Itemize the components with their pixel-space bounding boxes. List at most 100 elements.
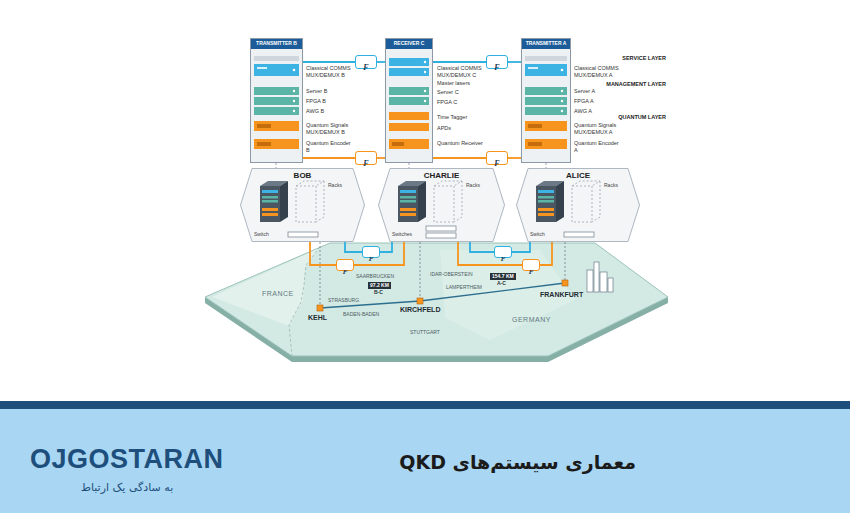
rack-illustration xyxy=(536,181,600,237)
country-label: FRANCE xyxy=(262,290,294,297)
rack-title: TRANSMITTER A xyxy=(522,39,570,49)
rack-body xyxy=(525,139,567,149)
rack-body xyxy=(392,142,404,146)
rack-body xyxy=(561,90,563,92)
part-label: Switches xyxy=(392,232,412,237)
rack-illustration xyxy=(592,181,600,222)
rack-site-link xyxy=(409,163,410,168)
logo-text: OJGOSTARAN xyxy=(30,446,224,473)
quantum-fiber xyxy=(377,157,385,159)
map-plane xyxy=(562,280,568,286)
rack-illustration xyxy=(572,186,592,222)
rack-site-link xyxy=(276,163,277,168)
site-panel-outline xyxy=(379,169,505,242)
classical-fiber xyxy=(508,61,521,63)
component-label: Classical COMMS MUX/DEMUX C xyxy=(437,65,485,79)
site-panel-fill xyxy=(240,168,640,242)
site-panel-outline xyxy=(241,169,365,242)
equipment-rack: TRANSMITTER B xyxy=(250,38,303,163)
fiber-box: F xyxy=(355,55,377,69)
rack-body xyxy=(561,100,563,102)
rack-illustration xyxy=(538,213,554,216)
rack-illustration xyxy=(434,186,454,222)
site-link-line xyxy=(320,242,565,305)
classical-fiber xyxy=(433,61,486,63)
rack-illustration xyxy=(296,186,316,222)
rack-body xyxy=(257,124,271,128)
rack-illustration xyxy=(556,181,564,222)
component-label: APDs xyxy=(437,125,485,132)
skyline-icon xyxy=(587,262,613,292)
fiber-label: F xyxy=(494,62,499,73)
fiber-box: F xyxy=(336,259,354,271)
site-name: BOB xyxy=(240,168,365,180)
rack-body xyxy=(528,67,538,69)
classical-fiber xyxy=(470,242,494,252)
rack-illustration xyxy=(280,181,288,222)
rack-illustration xyxy=(260,181,324,237)
rack-body xyxy=(424,71,426,73)
classical-fiber xyxy=(512,242,530,252)
city-label: SAARBRUCKEN xyxy=(356,274,394,279)
site-panel-fill xyxy=(378,168,505,242)
component-label: AWG A xyxy=(574,108,622,115)
city-label: STUTTGART xyxy=(410,330,440,335)
rack-illustration xyxy=(262,213,278,216)
rack-body xyxy=(521,38,571,163)
city-label: IDAR-OBERSTEIN xyxy=(430,272,473,277)
skyline-icon xyxy=(608,278,613,292)
rack-body xyxy=(293,110,295,112)
rack-body xyxy=(257,142,271,146)
rack-illustration xyxy=(398,181,462,238)
map-plane xyxy=(205,243,668,356)
component-label: FPGA A xyxy=(574,98,622,105)
rack-illustration xyxy=(296,181,324,186)
rack-body xyxy=(385,38,433,163)
component-label: Quantum Receiver xyxy=(437,140,485,147)
fiber-label: F xyxy=(343,268,348,277)
fiber-box: F xyxy=(362,246,380,258)
map-plane xyxy=(289,247,320,356)
tagline: به سادگی یک ارتباط xyxy=(30,481,224,495)
distance-label: 154.7 KM xyxy=(490,273,516,280)
quantum-fiber xyxy=(310,242,336,265)
layer-label: MANAGEMENT LAYER xyxy=(606,81,666,88)
site-city-label: FRANKFURT xyxy=(540,291,583,298)
rack-body xyxy=(561,110,563,112)
rack-illustration xyxy=(262,196,278,199)
rack-title: TRANSMITTER B xyxy=(251,39,302,49)
link-label: B-C xyxy=(374,290,383,295)
fiber-label: F xyxy=(494,158,499,169)
map-plane xyxy=(417,298,423,304)
part-label: Switch xyxy=(254,232,269,237)
component-label: FPGA C xyxy=(437,99,485,106)
component-label: AWG B xyxy=(306,108,354,115)
banner-title: معماری سیستم‌های QKD xyxy=(399,450,636,475)
map-plane xyxy=(317,305,323,311)
rack-body xyxy=(525,64,567,76)
component-label: Server A xyxy=(574,88,622,95)
rack-body xyxy=(254,97,299,105)
fiber-box: F xyxy=(494,246,512,258)
site-link-line xyxy=(320,242,321,305)
rack-body xyxy=(525,56,567,61)
distance-label: 97.2 KM xyxy=(368,282,391,289)
rack-body xyxy=(389,112,429,120)
rack-body xyxy=(525,107,567,115)
layer-label: SERVICE LAYER xyxy=(622,55,666,62)
site-panel-fill xyxy=(516,168,640,242)
component-label: FPGA B xyxy=(306,98,354,105)
component-label: Quantum Encoder A xyxy=(574,140,622,154)
part-label: Racks xyxy=(466,183,480,188)
fiber-label: F xyxy=(363,62,368,73)
quantum-fiber xyxy=(354,242,404,265)
quantum-fiber xyxy=(458,242,522,265)
rack-illustration xyxy=(400,196,416,199)
rack-body xyxy=(254,121,299,131)
rack-illustration xyxy=(538,208,554,211)
rack-body xyxy=(424,90,426,92)
rack-body xyxy=(257,67,267,69)
classical-fiber xyxy=(345,242,362,252)
rack-body xyxy=(293,69,296,72)
